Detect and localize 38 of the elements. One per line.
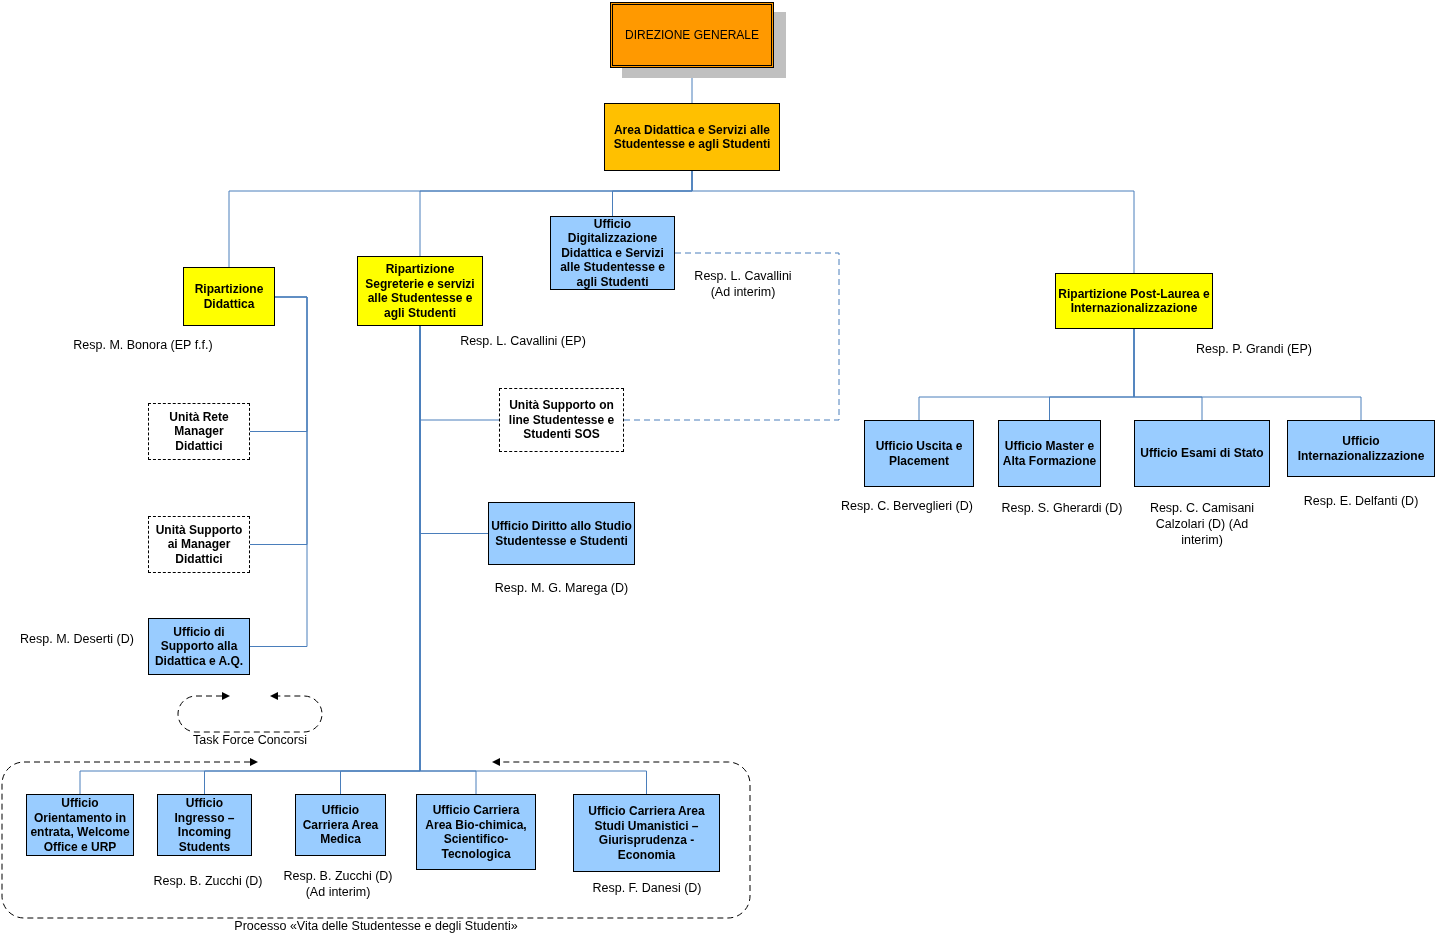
office-box: Ufficio Diritto allo Studio Studentesse e Studenti	[488, 502, 635, 565]
unit-box: Unità Rete Manager Didattici	[148, 403, 250, 460]
connector-line	[1133, 328, 1362, 421]
group-label: Processo «Vita delle Studentesse e degli Studenti»	[233, 919, 519, 934]
connector-line	[691, 170, 1135, 274]
office-box: Ufficio Ingresso – Incoming Students	[157, 794, 252, 856]
department-box: Ripartizione Post-Laurea e Internazionalizzazione	[1055, 273, 1213, 329]
person-label: Resp. S. Gherardi (D)	[1000, 500, 1124, 516]
office-box: Ufficio Internazionalizzazione	[1287, 420, 1435, 477]
office-box: Ufficio Carriera Area Studi Umanistici – Giurisprudenza - Economia	[573, 794, 720, 872]
person-label: Resp. B. Zucchi (D) (Ad interim)	[282, 868, 394, 900]
office-box: Ufficio Digitalizzazione Didattica e Servizi alle Studentesse e agli Studenti	[550, 216, 675, 290]
office-box: Ufficio Carriera Area Bio-chimica, Scientifico-Tecnologica	[416, 794, 536, 870]
person-label: Resp. L. Cavallini (Ad interim)	[693, 268, 793, 300]
unit-box: Unità Supporto ai Manager Didattici	[148, 516, 250, 573]
office-box: Ufficio Master e Alta Formazione	[998, 420, 1101, 487]
person-label: Resp. C. Berveglieri (D)	[840, 498, 974, 514]
department-box: Ripartizione Segreterie e servizi alle Studentesse e agli Studenti	[357, 256, 483, 326]
department-box: Ripartizione Didattica	[183, 267, 275, 326]
dashed-connector	[623, 252, 840, 421]
person-label: Resp. P. Grandi (EP)	[1195, 341, 1313, 357]
group-label: Task Force Concorsi	[192, 733, 308, 748]
person-label: Resp. M. G. Marega (D)	[493, 580, 630, 596]
office-box: Ufficio Uscita e Placement	[864, 420, 974, 487]
person-label: Resp. M. Bonora (EP f.f.)	[72, 337, 214, 353]
office-box: Ufficio Esami di Stato	[1134, 420, 1270, 487]
person-label: Resp. M. Deserti (D)	[19, 631, 135, 647]
area-box: Area Didattica e Servizi alle Studentesse e agli Studenti	[604, 103, 780, 171]
person-label: Resp. L. Cavallini (EP)	[459, 333, 587, 349]
person-label: Resp. B. Zucchi (D)	[152, 873, 264, 889]
person-label: Resp. E. Delfanti (D)	[1302, 493, 1420, 509]
office-box: Ufficio Carriera Area Medica	[295, 794, 386, 856]
person-label: Resp. F. Danesi (D)	[591, 880, 703, 896]
person-label: Resp. C. Camisani Calzolari (D) (Ad interim)	[1148, 500, 1256, 548]
office-box: Ufficio Orientamento in entrata, Welcome Office e URP	[26, 794, 134, 856]
connector-line	[249, 296, 308, 647]
office-box: Ufficio di Supporto alla Didattica e A.Q.	[148, 618, 250, 675]
unit-box: Unità Supporto on line Studentesse e Studenti SOS	[499, 388, 624, 452]
